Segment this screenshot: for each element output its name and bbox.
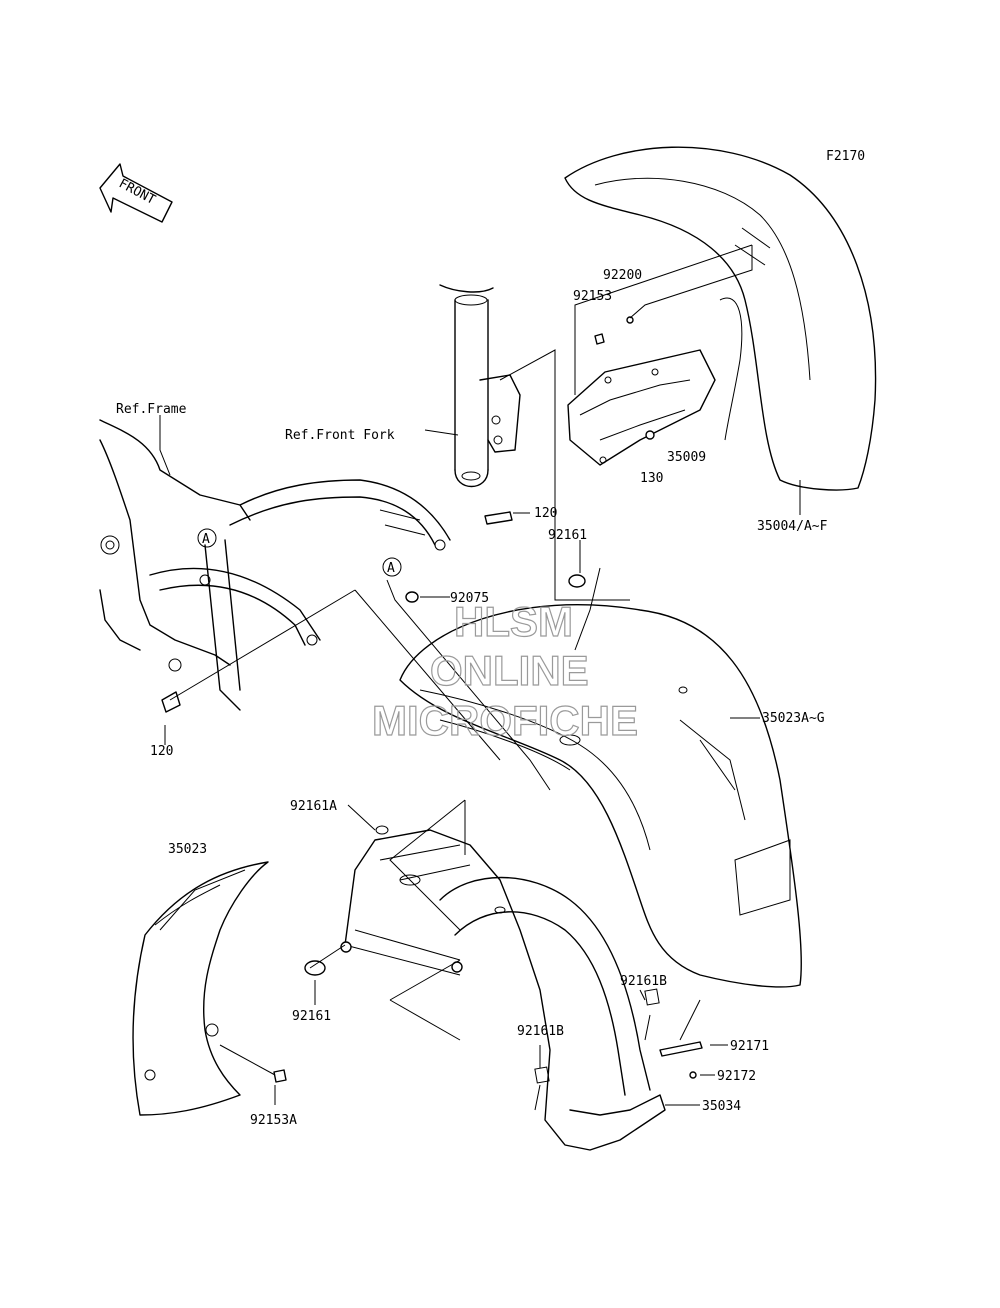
bolt-120-top [484, 511, 513, 525]
part-label-92171: 92171 [730, 1039, 769, 1054]
watermark-line-1: HLSM [454, 598, 573, 645]
part-label-92200: 92200 [603, 268, 642, 283]
watermark-line-3: MICROFICHE [372, 697, 638, 744]
part-label-92153A: 92153A [250, 1113, 297, 1128]
sticker-92161A [375, 825, 389, 835]
screw-92153A [273, 1069, 287, 1083]
part-label-35034: 35034 [702, 1099, 741, 1114]
svg-text:A: A [202, 532, 210, 547]
washer-92161-top [568, 574, 586, 588]
washer-92200 [626, 316, 634, 324]
grommet-92075 [405, 591, 419, 603]
mud-flap [132, 861, 269, 1116]
screw-92153 [594, 333, 605, 345]
svg-text:A: A [387, 561, 395, 576]
part-label-92161-bottom: 92161 [292, 1009, 331, 1024]
part-label-92172: 92172 [717, 1069, 756, 1084]
part-label-92161B-left: 92161B [517, 1024, 564, 1039]
pad-92161B-left [534, 1066, 550, 1084]
figure-code: F2170 [826, 149, 865, 164]
watermark-line-2: ONLINE [430, 647, 589, 694]
frame [99, 419, 451, 711]
ref-front-fork-label: Ref.Front Fork [285, 428, 395, 443]
watermark: HLSM ONLINE MICROFICHE [371, 597, 638, 744]
pad-92161B-right [644, 988, 660, 1006]
callout-a-upper: A [382, 557, 402, 577]
bolt-120-bottom [161, 691, 181, 713]
clip-92172 [689, 1071, 697, 1079]
washer-92161-bottom [304, 960, 326, 976]
front-fender-main [399, 604, 802, 988]
band-92171 [659, 1041, 703, 1057]
inner-fender [340, 829, 666, 1151]
front-fork [439, 284, 521, 487]
part-label-35023: 35023 [168, 842, 207, 857]
part-label-92075: 92075 [450, 591, 489, 606]
ref-frame-label: Ref.Frame [116, 402, 187, 417]
part-label-35009: 35009 [667, 450, 706, 465]
part-label-92161B-right: 92161B [620, 974, 667, 989]
part-label-92161-top: 92161 [548, 528, 587, 543]
part-label-120-bottom: 120 [150, 744, 173, 759]
bolt-130 [645, 430, 655, 440]
part-label-130: 130 [640, 471, 663, 486]
front-fender-upper [564, 146, 877, 491]
assembly-lines [159, 244, 801, 1111]
part-label-35023AG: 35023A~G [762, 711, 825, 726]
fender-bracket [567, 349, 716, 466]
part-label-92153: 92153 [573, 289, 612, 304]
front-arrow-icon: FRONT [99, 163, 173, 223]
part-label-120-top: 120 [534, 506, 557, 521]
callout-a-frame: A [197, 528, 217, 548]
part-label-35004: 35004/A~F [757, 519, 828, 534]
part-label-92161A: 92161A [290, 799, 337, 814]
